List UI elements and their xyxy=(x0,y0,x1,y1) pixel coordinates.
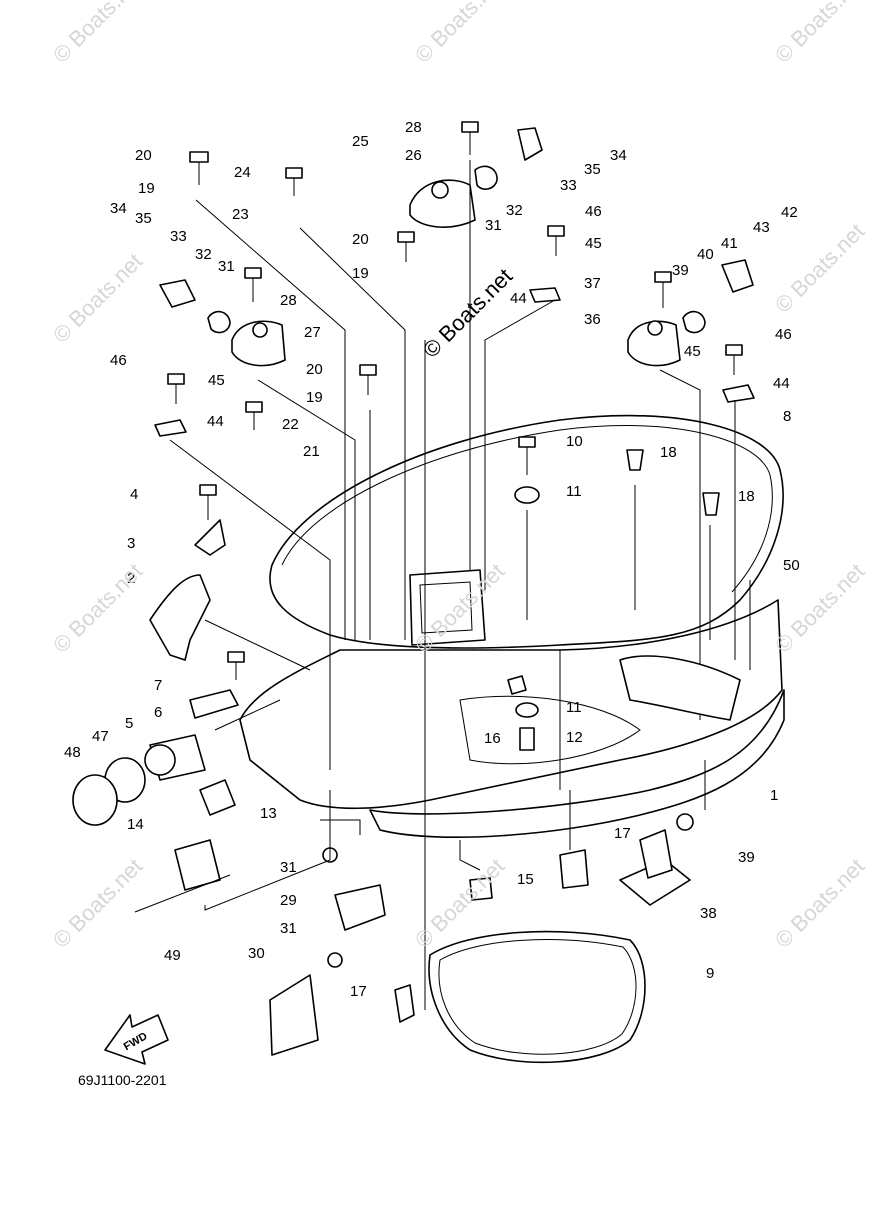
callout-label: 35 xyxy=(584,161,601,178)
callout-label: 1 xyxy=(770,787,778,804)
latch-assembly-center xyxy=(409,127,561,303)
callout-label: 46 xyxy=(110,352,127,369)
callout-label: 10 xyxy=(566,433,583,450)
callout-label: 38 xyxy=(700,905,717,922)
callout-label: 32 xyxy=(195,246,212,263)
callout-label: 32 xyxy=(506,202,523,219)
callout-label: 6 xyxy=(154,704,162,721)
callout-label: 20 xyxy=(306,361,323,378)
callout-label: 11 xyxy=(566,699,582,716)
callout-label: 17 xyxy=(614,825,631,842)
callout-label: 34 xyxy=(110,200,127,217)
callout-label: 20 xyxy=(135,147,152,164)
callout-label: 39 xyxy=(672,262,689,279)
callout-label: 33 xyxy=(560,177,577,194)
callout-label: 4 xyxy=(130,486,138,503)
leader-lines xyxy=(169,160,751,1010)
callout-label: 33 xyxy=(170,228,187,245)
callout-label: 9 xyxy=(706,965,714,982)
callout-label: 23 xyxy=(232,206,249,223)
callout-label: 20 xyxy=(352,231,369,248)
latch-assembly-left xyxy=(154,279,286,437)
callout-label: 16 xyxy=(484,730,501,747)
callout-label: 31 xyxy=(485,217,502,234)
bottom-cowling xyxy=(239,414,785,838)
callout-label: 19 xyxy=(306,389,323,406)
lower-parts xyxy=(269,813,694,1056)
connector-parts xyxy=(72,734,236,913)
callout-label: 35 xyxy=(135,210,152,227)
lever-assembly xyxy=(149,519,239,719)
callout-label: 44 xyxy=(207,413,224,430)
callout-label: 37 xyxy=(584,275,601,292)
callout-label: 3 xyxy=(127,535,135,552)
callout-label: 28 xyxy=(280,292,297,309)
callout-label: 27 xyxy=(304,324,321,341)
callout-label: 31 xyxy=(280,920,297,937)
callout-label: 19 xyxy=(352,265,369,282)
callout-label: 45 xyxy=(585,235,602,252)
callout-label: 31 xyxy=(280,859,297,876)
callout-label: 19 xyxy=(138,180,155,197)
callout-label: 8 xyxy=(783,408,791,425)
callout-label: 46 xyxy=(775,326,792,343)
callout-label: 7 xyxy=(154,677,162,694)
callout-label: 12 xyxy=(566,729,583,746)
callout-label: 34 xyxy=(610,147,627,164)
callout-label: 31 xyxy=(218,258,235,275)
callout-label: 41 xyxy=(721,235,738,252)
callout-label: 13 xyxy=(260,805,277,822)
callout-label: 40 xyxy=(697,246,714,263)
callout-label: 44 xyxy=(510,290,527,307)
callout-label: 18 xyxy=(660,444,677,461)
callout-label: 48 xyxy=(64,744,81,761)
callout-label: 26 xyxy=(405,147,422,164)
callout-label: 28 xyxy=(405,119,422,136)
callout-label: 49 xyxy=(164,947,181,964)
callout-label: 22 xyxy=(282,416,299,433)
callout-label: 14 xyxy=(127,816,144,833)
callout-label: 46 xyxy=(585,203,602,220)
drawing-code: 69J1100-2201 xyxy=(78,1072,167,1088)
callout-label: 45 xyxy=(684,343,701,360)
callout-label: 18 xyxy=(738,488,755,505)
fasteners xyxy=(167,121,743,751)
callout-label: 30 xyxy=(248,945,265,962)
fwd-arrow: FWD xyxy=(104,1014,169,1065)
callout-label: 11 xyxy=(566,483,582,500)
seal-gasket xyxy=(428,930,646,1064)
callout-labels: 20 25 24 23 19 26 28 31 32 33 35 34 46 4… xyxy=(64,119,800,1000)
callout-label: 17 xyxy=(350,983,367,1000)
callout-label: 24 xyxy=(234,164,251,181)
callout-label: 29 xyxy=(280,892,297,909)
callout-label: 42 xyxy=(781,204,798,221)
callout-label: 44 xyxy=(773,375,790,392)
callout-label: 21 xyxy=(303,443,320,460)
callout-label: 5 xyxy=(125,715,133,732)
callout-label: 15 xyxy=(517,871,534,888)
callout-label: 47 xyxy=(92,728,109,745)
latch-assembly-right xyxy=(627,259,755,403)
callout-label: 45 xyxy=(208,372,225,389)
callout-label: 25 xyxy=(352,133,369,150)
callout-label: 36 xyxy=(584,311,601,328)
callout-label: 50 xyxy=(783,557,800,574)
callout-label: 2 xyxy=(127,570,135,587)
callout-label: 43 xyxy=(753,219,770,236)
callout-label: 39 xyxy=(738,849,755,866)
